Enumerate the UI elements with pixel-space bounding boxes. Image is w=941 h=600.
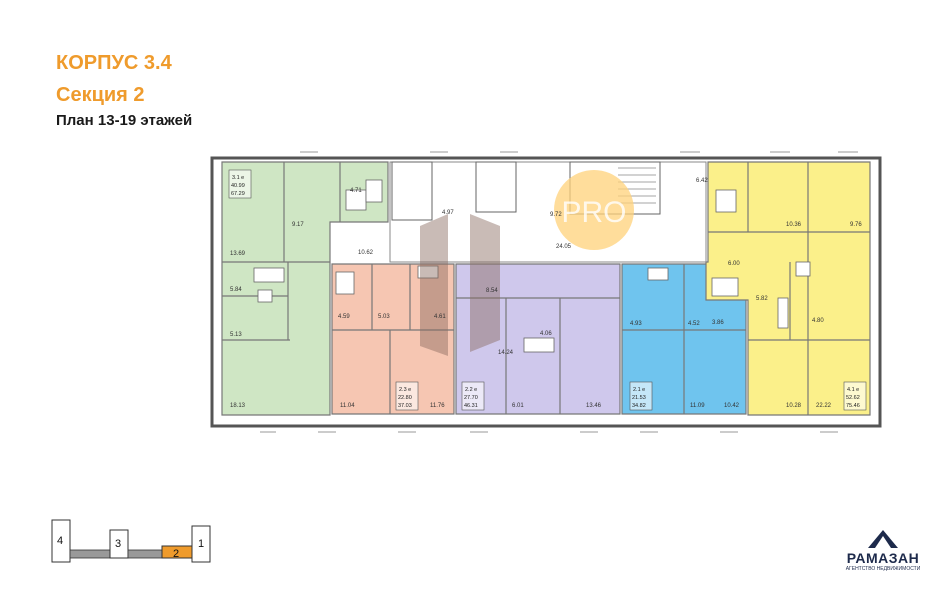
brand-watermark xyxy=(420,214,500,356)
room-area: 10.28 xyxy=(786,403,802,409)
badge-2-2: 2.2 е 27.70 46.31 xyxy=(461,381,485,411)
room-area: 5.84 xyxy=(230,287,242,293)
walls-4-1 xyxy=(708,162,870,415)
section-title: Секция 2 xyxy=(56,84,145,106)
elevator-shaft xyxy=(391,161,433,221)
logo-mark-icon xyxy=(868,530,898,548)
room-area: 11.04 xyxy=(340,403,355,409)
svg-text:21.53: 21.53 xyxy=(632,395,646,401)
badge-4-1: 4.1 е 52.62 75.46 xyxy=(843,381,867,411)
brand-logo: РАМАЗАН АГЕНТСТВО НЕДВИЖИМОСТИ xyxy=(838,530,928,572)
walls-2-1 xyxy=(622,264,746,414)
room-area: 4.61 xyxy=(434,314,446,320)
room-area: 5.82 xyxy=(756,296,768,302)
svg-text:37.03: 37.03 xyxy=(398,403,412,409)
svg-text:2.2 е: 2.2 е xyxy=(465,387,477,393)
badge-3-1: 3.1 е 40.99 67.29 xyxy=(228,169,252,199)
badge-2-3: 2.3 е 22.80 37.03 xyxy=(395,381,419,411)
lobby-area: 24.05 xyxy=(556,244,572,250)
room-area: 6.00 xyxy=(728,261,740,267)
section-label: 3 xyxy=(115,538,121,550)
section-label: 2 xyxy=(173,548,179,560)
room-area: 10.62 xyxy=(358,250,374,256)
svg-text:22.80: 22.80 xyxy=(398,395,412,401)
room-area: 5.03 xyxy=(378,314,390,320)
corridor-area: 4.97 xyxy=(442,210,454,216)
room-area: 4.80 xyxy=(812,318,824,324)
elevator-shaft-2 xyxy=(475,161,517,213)
svg-text:46.31: 46.31 xyxy=(464,403,478,409)
room-area: 13.69 xyxy=(230,251,246,257)
walls-2-2 xyxy=(456,297,620,414)
section-key-plan: 4 3 2 1 xyxy=(51,519,211,563)
room-area: 3.86 xyxy=(712,320,724,326)
svg-text:75.46: 75.46 xyxy=(846,403,860,409)
svg-text:27.70: 27.70 xyxy=(464,395,478,401)
room-area: 4.59 xyxy=(338,314,350,320)
room-area: 10.36 xyxy=(786,222,802,228)
apartment-3-1[interactable] xyxy=(221,161,389,416)
room-area: 4.52 xyxy=(688,321,700,327)
room-area: 9.76 xyxy=(850,222,862,228)
room-area: 4.93 xyxy=(630,321,642,327)
svg-text:2.1 е: 2.1 е xyxy=(633,387,645,393)
section-label: 4 xyxy=(57,535,63,547)
svg-text:4.1 е: 4.1 е xyxy=(847,387,859,393)
bathroom-fixtures xyxy=(253,179,811,353)
svg-text:34.82: 34.82 xyxy=(632,403,646,409)
room-area: 8.54 xyxy=(486,288,498,294)
section-label: 1 xyxy=(198,538,204,550)
pro-watermark-text: PRO xyxy=(561,196,626,229)
room-area: 22.22 xyxy=(816,403,832,409)
logo-name: РАМАЗАН xyxy=(846,550,920,566)
room-area: 5.13 xyxy=(230,332,242,338)
floors-title: План 13-19 этажей xyxy=(56,112,193,129)
room-area: 4.71 xyxy=(350,188,362,194)
room-area: 9.17 xyxy=(292,222,304,228)
svg-text:40.99: 40.99 xyxy=(231,183,245,189)
room-area: 11.76 xyxy=(430,403,445,409)
hall-area: 9.72 xyxy=(550,212,562,218)
room-labels: 13.69 9.17 4.71 10.62 5.84 5.13 18.13 4.… xyxy=(230,178,862,409)
window-marks xyxy=(260,151,858,433)
room-area: 10.42 xyxy=(724,403,740,409)
pro-watermark-circle xyxy=(554,170,634,250)
badge-2-1: 2.1 е 21.53 34.82 xyxy=(629,381,653,411)
room-area: 4.06 xyxy=(540,331,552,337)
walls-2-3 xyxy=(332,264,454,414)
building-title: КОРПУС 3.4 xyxy=(56,52,172,74)
svg-text:52.62: 52.62 xyxy=(846,395,860,401)
svg-text:3.1 е: 3.1 е xyxy=(232,175,244,181)
svg-text:67.29: 67.29 xyxy=(231,191,245,197)
room-area: 14.24 xyxy=(498,350,514,356)
logo-tagline: АГЕНТСТВО НЕДВИЖИМОСТИ xyxy=(845,566,921,572)
room-area: 6.42 xyxy=(696,178,708,184)
walls-3-1 xyxy=(222,162,341,341)
room-area: 18.13 xyxy=(230,403,246,409)
room-area: 11.09 xyxy=(690,403,705,409)
apartment-4-1[interactable] xyxy=(705,161,871,416)
room-area: 6.01 xyxy=(512,403,524,409)
room-area: 13.46 xyxy=(586,403,602,409)
apartment-2-3[interactable] xyxy=(331,263,455,415)
svg-text:2.3 е: 2.3 е xyxy=(399,387,411,393)
